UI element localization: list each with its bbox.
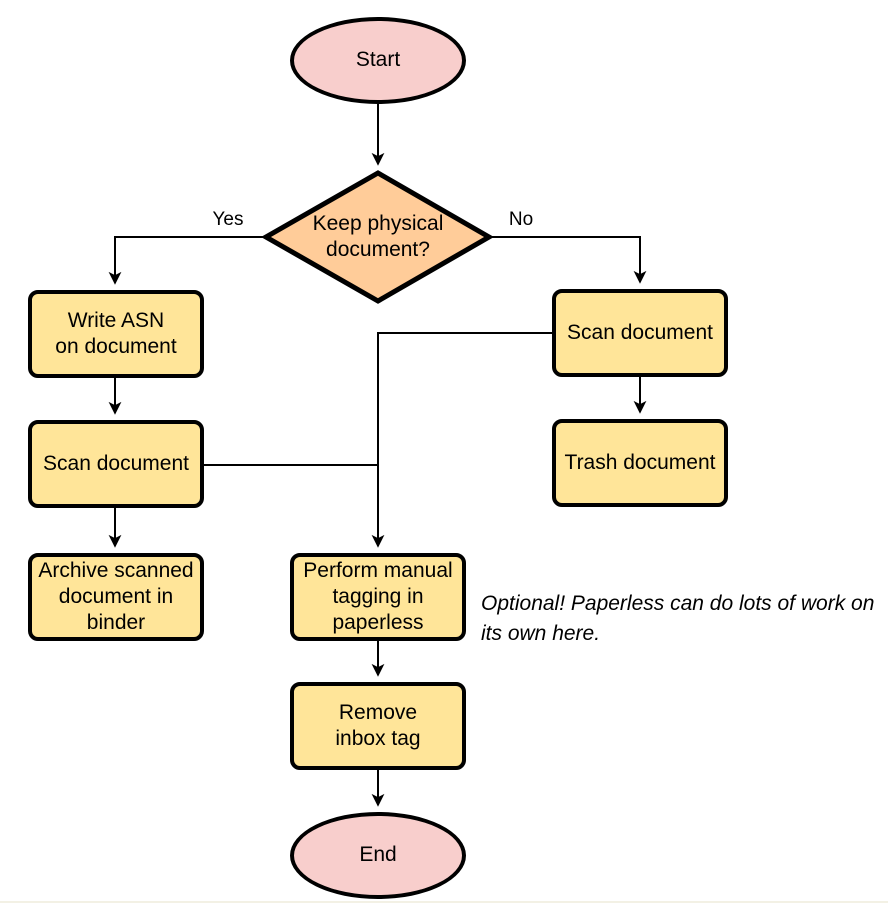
edge-scan-right-to-tagging bbox=[371, 332, 552, 548]
node-manual-tagging: Perform manual tagging in paperless bbox=[290, 553, 466, 641]
node-scan-document-right-label: Scan document bbox=[567, 320, 713, 344]
node-scan-document-right: Scan document bbox=[552, 289, 728, 377]
node-manual-tagging-label: Perform manual tagging in paperless bbox=[303, 558, 453, 635]
node-start: Start bbox=[290, 17, 466, 104]
node-decision-shape bbox=[260, 170, 495, 304]
node-decision-label: Keep physical document? bbox=[312, 211, 444, 261]
node-end-label: End bbox=[359, 843, 397, 867]
node-write-asn: Write ASN on document bbox=[28, 290, 204, 378]
node-remove-inbox-tag-label: Remove inbox tag bbox=[335, 700, 421, 750]
node-write-asn-label: Write ASN on document bbox=[55, 308, 177, 358]
edge-label-no: No bbox=[508, 209, 534, 230]
node-start-label: Start bbox=[355, 48, 401, 72]
node-archive-in-binder-label: Archive scanned document in binder bbox=[38, 558, 194, 635]
node-archive-in-binder: Archive scanned document in binder bbox=[28, 553, 204, 641]
edge-decision-yes-to-write-asn bbox=[108, 236, 266, 285]
node-trash-document: Trash document bbox=[552, 419, 728, 507]
page-bottom-divider bbox=[0, 901, 888, 903]
node-trash-document-label: Trash document bbox=[564, 450, 716, 474]
node-scan-document-left: Scan document bbox=[28, 420, 204, 508]
edge-label-yes: Yes bbox=[212, 209, 244, 230]
node-end: End bbox=[290, 812, 466, 899]
node-scan-document-left-label: Scan document bbox=[43, 451, 189, 475]
node-remove-inbox-tag: Remove inbox tag bbox=[290, 682, 466, 770]
node-decision: Keep physical document? bbox=[288, 205, 468, 269]
annotation-optional-note: Optional! Paperless can do lots of work … bbox=[481, 592, 875, 646]
edge-decision-no-to-scan-right bbox=[489, 236, 647, 284]
